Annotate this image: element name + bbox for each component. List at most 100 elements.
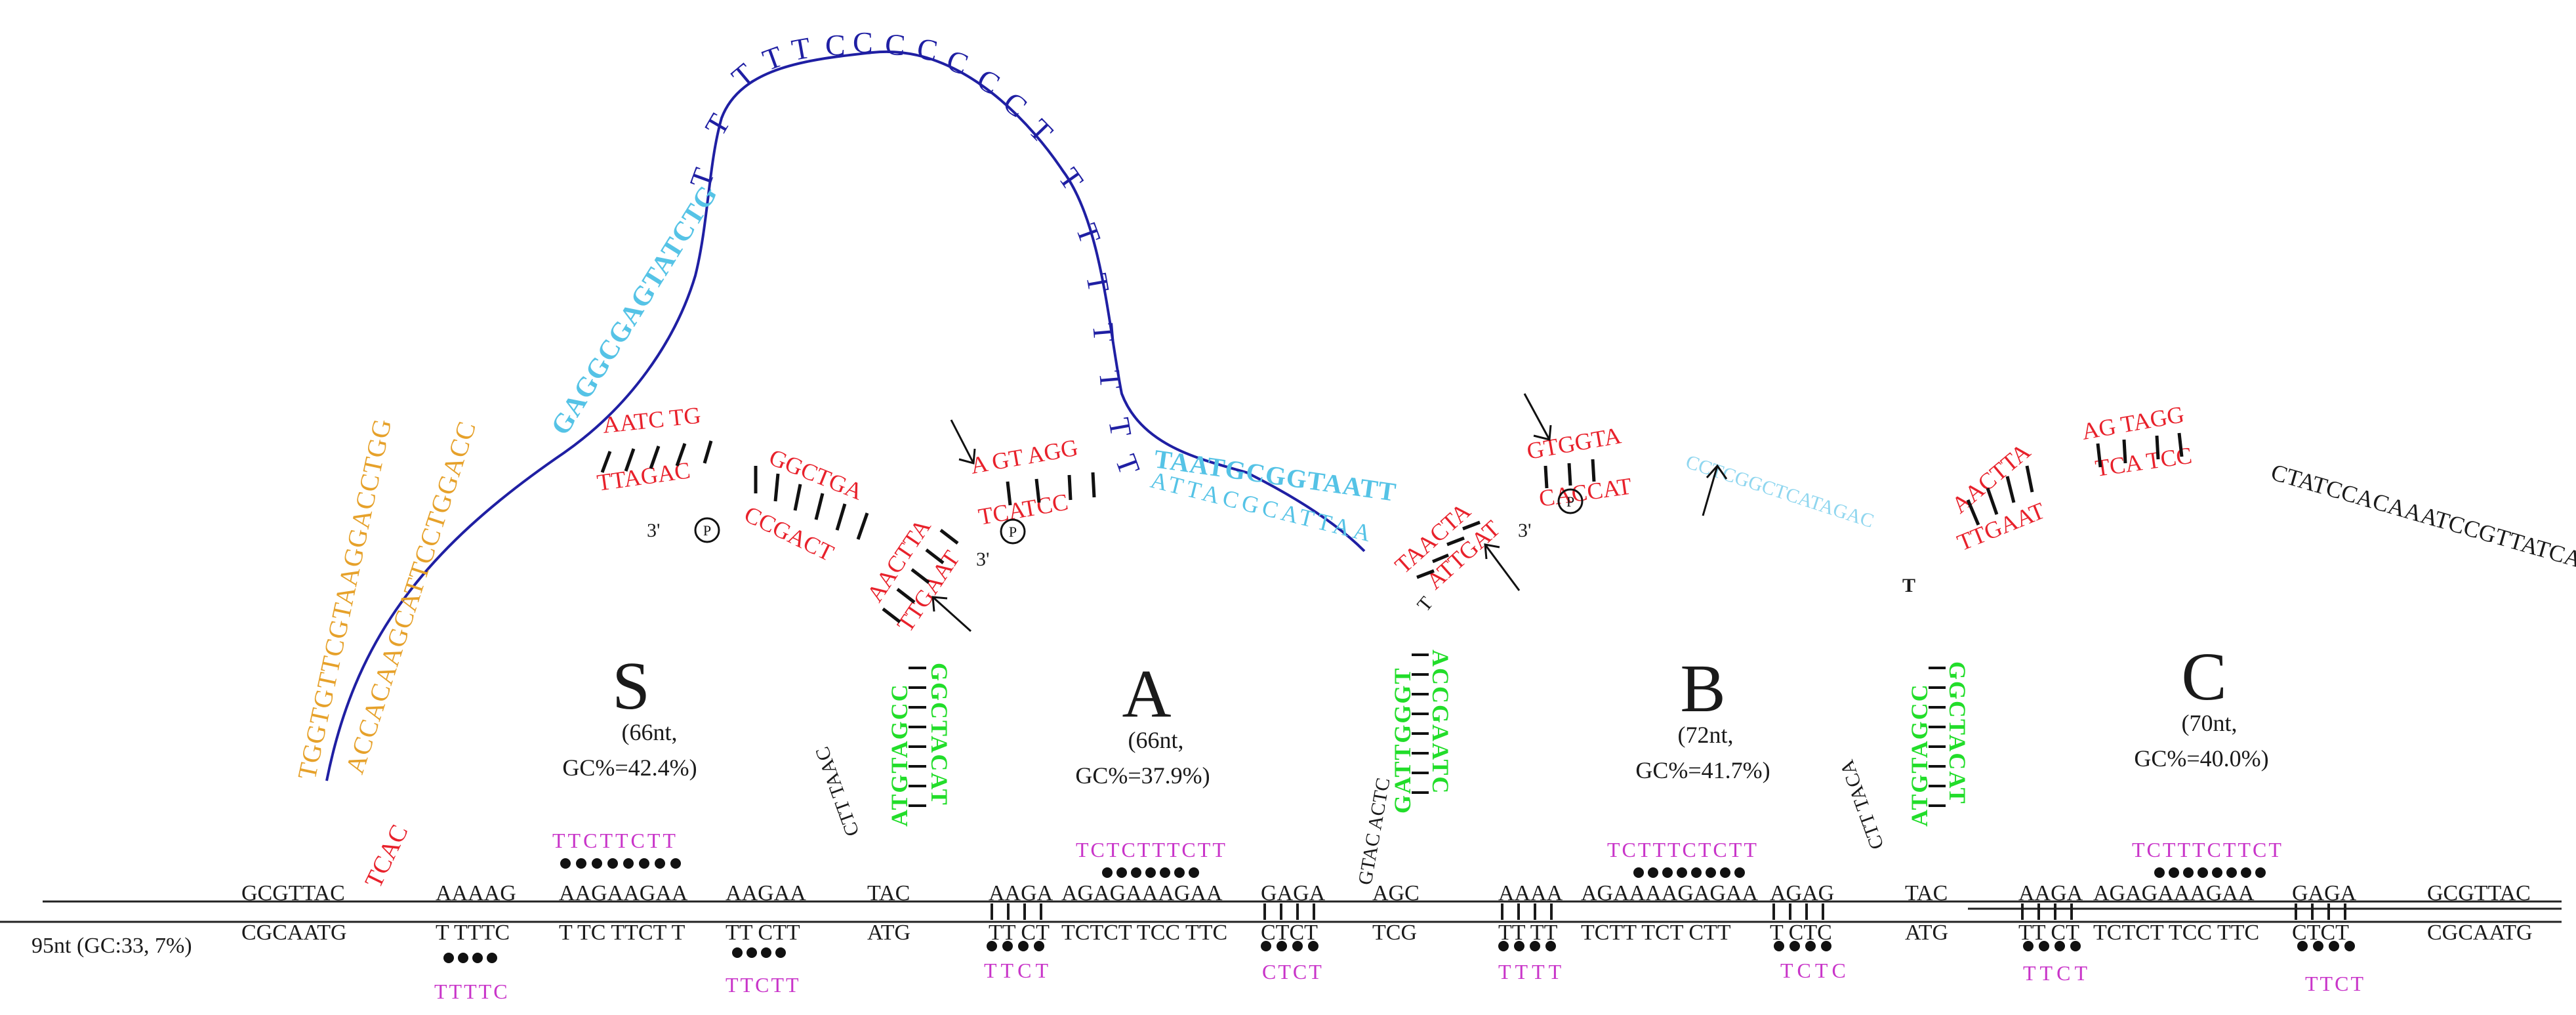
pair2-top: GGCTGA [766,444,867,505]
bottom-seg-1: CGCAATG [241,921,347,945]
cleavage-arrows [931,393,1728,632]
hoogsteen-dot [655,858,665,869]
hoogsteen-dot [443,953,454,963]
footer-label: 95nt (GC:33, 7%) [31,934,192,958]
top-seg-12: AGAG [1770,881,1834,905]
single-t: T [1902,575,1915,596]
hoogsteen-dot [2169,867,2179,878]
hoogsteen-dot [1102,867,1113,878]
poly-base: C [997,85,1034,124]
hoogsteen-dot [1160,867,1170,878]
poly-base: T [758,39,787,77]
triplex-labels: TTCTTCTT TCTCTTTCTT TCTTTCTCTT TCTTTCTTC… [434,829,2365,1003]
cyan-faint: CCTCGGCTCATAGAC [1683,451,1877,532]
hoogsteen-dot [1308,941,1319,951]
stem2-right: ACCGAATC [1427,650,1454,795]
hoogsteen-dot [1821,941,1831,951]
hoogsteen-dot [1789,941,1800,951]
hoogsteen-dot [2023,941,2034,951]
hoogsteen-dot [592,858,602,869]
hoogsteen-dot [1691,867,1702,878]
top-seg-8: GAGA [1261,881,1326,905]
triplex-bottom-2: TTCTT [726,973,801,997]
poly-base: C [853,26,873,59]
domain-s-length: (66nt, [622,719,678,745]
hoogsteen-dot [1131,867,1141,878]
poly-base: T [1023,113,1059,150]
hoogsteen-dot [1145,867,1156,878]
hoogsteen-dot [1734,867,1745,878]
top-seg-3: AAGAAGAA [559,881,688,905]
poly-base: T [726,57,761,94]
hoogsteen-dot [2255,867,2266,878]
bottom-seg-6: TT CT [989,921,1050,945]
stem3-left: ATGTAGCC [1906,683,1932,827]
pair6-top: GTGGTA [1524,422,1623,465]
domain-s-letter: S [612,648,650,724]
hoogsteen-dot [1292,941,1303,951]
bottom-seg-2: T TTTC [436,921,510,945]
hoogsteen-dot [2241,867,2251,878]
pair2-bottom: CCGACT [740,501,838,566]
hoogsteen-dot [1720,867,1730,878]
hoogsteen-dot [1277,941,1287,951]
poly-base: T [1052,161,1090,196]
bottom-strand-text: 95nt (GC:33, 7%) CGCAATG T TTTC T TC TTC… [31,921,2533,958]
kink-loop-1: CTT TAAC [811,744,864,839]
bottom-seg-9: TCG [1372,921,1417,945]
domain-c-length: (70nt, [2182,710,2238,736]
triplex-top-1: TTCTTCTT [552,829,678,852]
hoogsteen-dot [1706,867,1716,878]
hoogsteen-dot [1545,941,1556,951]
phosphate-circle-1 [694,517,720,543]
hoogsteen-dot [775,947,786,958]
top-seg-4: AAGAA [726,881,806,905]
hoogsteen-dot [987,941,997,951]
hoogsteen-dot [2055,941,2065,951]
poly-base: T [1109,450,1147,479]
domain-a-letter: A [1122,656,1171,732]
triplex-top-4: TCTTTCTTCT [2132,838,2283,861]
triplex-bottom-8: TTCT [2305,972,2365,995]
phosphate-circle-2 [1000,518,1026,545]
cyan-arc-bold: GAGGCGAGTATCTG [545,180,724,440]
red-loop-tcac: TCAC [359,820,413,892]
hoogsteen-dot [639,858,649,869]
bottom-seg-16: CTCT [2292,921,2349,945]
hoogsteen-dot [2039,941,2049,951]
three-prime-2: 3' [976,549,989,570]
top-seg-11: AGAAAAGAGAA [1581,881,1759,905]
right-arc-text: CTATCCACAAATCCGTTATCAGCAGCCT [2268,459,2576,604]
top-strand-text: GCGTTAC AAAAG AAGAAGAA AAGAA TAC AAGA AG… [241,881,2531,905]
orange-arc-text: TGGTGTTCGTAAGGACCTGG ACCACAAGCATTCCTGGAC… [292,416,482,782]
hoogsteen-dot [576,858,586,869]
domain-b-gc: GC%=41.7%) [1635,757,1770,783]
hoogsteen-dot [761,947,771,958]
hoogsteen-dot [1677,867,1687,878]
triplex-top-3: TCTTTCTCTT [1607,838,1759,861]
duplex-bonds [600,432,2184,623]
hoogsteen-dot [623,858,634,869]
arrow-5 [1702,464,1728,516]
hoogsteen-dot [1530,941,1540,951]
arrow-3 [1523,393,1552,441]
poly-base: T [683,164,721,193]
domain-labels: S (66nt, GC%=42.4%) A (66nt, GC%=37.9%) … [562,639,2268,789]
hoogsteen-dot [2154,867,2165,878]
bottom-seg-14: TT CT [2018,921,2079,945]
poly-base: C [884,27,907,62]
poly-base: T [1070,219,1108,248]
hoogsteen-dot [1174,867,1185,878]
top-seg-7: AGAGAAAGAA [1061,881,1223,905]
top-seg-15: AGAGAAAGAA [2093,881,2255,905]
hoogsteen-dot [1633,867,1644,878]
top-seg-6: AAGA [989,881,1053,905]
kink-t-label: T [1413,592,1437,615]
bottom-seg-7: TCTCT TCC TTC [1061,921,1227,945]
bottom-seg-8: CTCT [1261,921,1318,945]
hoogsteen-dot [472,953,483,963]
hoogsteen-dot [1498,941,1509,951]
triplex-bottom-7: TTCT [2023,961,2091,985]
top-seg-14: AAGA [2018,881,2083,905]
